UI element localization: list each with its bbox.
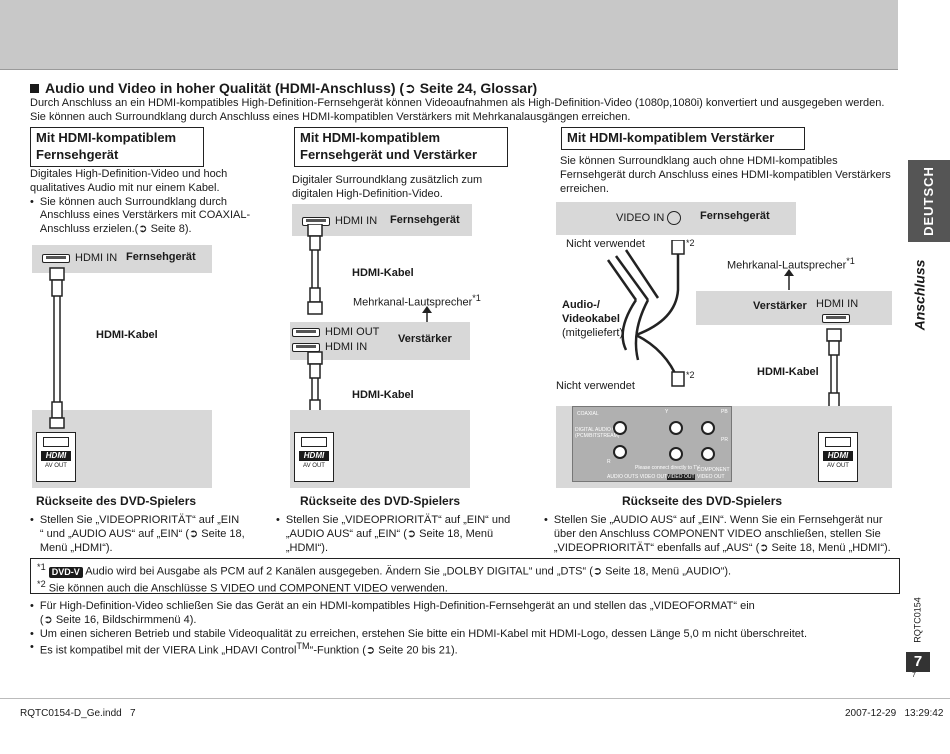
col1-description: Digitales High-Definition-Video und hoch… bbox=[30, 168, 270, 237]
intro-line-2: Sie können auch Surroundklang durch Ansc… bbox=[30, 110, 631, 123]
col1-hdmi-cable bbox=[49, 267, 65, 429]
hdmi-port-icon bbox=[292, 342, 320, 352]
col2-hdmi-out-label: HDMI OUT bbox=[292, 326, 379, 340]
section-intro: Durch Anschluss an ein HDMI-kompatibles … bbox=[30, 97, 900, 125]
arrow-ref-icon: ➲ bbox=[189, 527, 202, 540]
hdmi-logo-icon: HDMI bbox=[299, 451, 329, 461]
col3-unused1-label: Nicht verwendet bbox=[566, 238, 645, 250]
col1-note: • Stellen Sie „VIDEOPRIORITÄT“ auf „EIN … bbox=[30, 514, 245, 554]
footer-divider bbox=[0, 698, 950, 699]
arrow-ref-icon: ➲ bbox=[138, 223, 151, 235]
rca-jack-icon bbox=[613, 421, 627, 435]
hdmi-logo-icon: HDMI bbox=[823, 451, 853, 461]
chapter-label: Anschluss bbox=[911, 259, 928, 331]
bottom-note-1: • Für High-Definition-Video schließen Si… bbox=[30, 600, 755, 626]
col1-title: Mit HDMI-kompatiblem Fernsehgerät bbox=[30, 127, 204, 167]
col2-amp-label: Verstärker bbox=[398, 333, 452, 345]
page-number-small: 7 bbox=[912, 672, 916, 679]
col3-cable-label: HDMI-Kabel bbox=[757, 366, 819, 378]
arrow-ref-icon: ➲ bbox=[759, 541, 772, 554]
col1-cable-label: HDMI-Kabel bbox=[96, 329, 158, 341]
dvd-v-badge: DVD-V bbox=[48, 566, 83, 578]
header-bar bbox=[0, 0, 898, 70]
av-out-label: AV OUT bbox=[45, 463, 67, 469]
col2-cable2-label: HDMI-Kabel bbox=[352, 389, 414, 401]
rca-jack-icon bbox=[669, 421, 683, 435]
bottom-notes: • Für High-Definition-Video schließen Si… bbox=[30, 600, 890, 659]
col3-hdmi-cable bbox=[826, 328, 842, 408]
col2-note: • Stellen Sie „VIDEOPRIORITÄT“ auf „EIN“… bbox=[276, 514, 511, 554]
col2-title: Mit HDMI-kompatiblem Fernsehgerät und Ve… bbox=[294, 127, 508, 167]
hdmi-port-icon bbox=[822, 312, 855, 326]
col2-cable1-label: HDMI-Kabel bbox=[352, 267, 414, 279]
arrow-ref-icon: ➲ bbox=[404, 80, 420, 96]
bottom-note-2: •Um einen sicheren Betrieb und stabile V… bbox=[30, 627, 808, 640]
col2-rear-caption: Rückseite des DVD-Spielers bbox=[300, 494, 461, 508]
col3-mark2b: *2 bbox=[686, 370, 695, 380]
col2-hdmi-av-out-port: HDMI AV OUT bbox=[294, 432, 334, 482]
language-tab: DEUTSCH bbox=[908, 160, 950, 242]
rca-jack-icon bbox=[613, 445, 627, 459]
footnote-box: *1 DVD-V Audio wird bei Ausgabe als PCM … bbox=[30, 558, 900, 595]
col3-amp-label: Verstärker bbox=[753, 300, 807, 312]
col1-hdmi-in-label: HDMI IN bbox=[42, 252, 117, 266]
col3-av-cable-label: Audio-/ Videokabel (mitgeliefert) bbox=[562, 299, 624, 339]
col3-description: Sie können Surroundklang auch ohne HDMI-… bbox=[560, 155, 891, 195]
col2-hdmi-cables bbox=[307, 224, 323, 415]
col3-av-cable bbox=[606, 240, 685, 387]
col3-video-in-label: VIDEO IN bbox=[616, 211, 682, 226]
col1-hdmi-av-out-port: HDMI AV OUT bbox=[36, 432, 76, 482]
col2-speaker-label: Mehrkanal-Lautsprecher*1 bbox=[353, 293, 481, 309]
col3-mark2a: *2 bbox=[686, 238, 695, 248]
rca-jack-icon bbox=[701, 421, 715, 435]
col3-tv-label: Fernsehgerät bbox=[700, 210, 770, 222]
hdmi-logo-icon: HDMI bbox=[41, 451, 71, 461]
col3-speaker-arrow bbox=[784, 269, 794, 290]
col1-tv-label: Fernsehgerät bbox=[126, 251, 196, 263]
col1-bullet: • Sie können auch Surroundklang durch An… bbox=[30, 195, 251, 236]
col3-rear-caption: Rückseite des DVD-Spielers bbox=[622, 494, 783, 508]
hdmi-port-icon bbox=[292, 327, 320, 337]
av-out-label: AV OUT bbox=[303, 463, 325, 469]
col3-amp-band bbox=[696, 291, 892, 325]
col2-description: Digitaler Surroundklang zusätzlich zum d… bbox=[292, 174, 483, 200]
col3-hdmi-av-out-port: HDMI AV OUT bbox=[818, 432, 858, 482]
col3-rear-panel: COAXIAL DIGITAL AUDIO OUT (PCM/BITSTREAM… bbox=[572, 406, 732, 482]
section-title: Audio und Video in hoher Qualität (HDMI-… bbox=[30, 80, 537, 98]
col3-note: • Stellen Sie „AUDIO AUS“ auf „EIN“. Wen… bbox=[544, 514, 891, 554]
rca-jack-icon bbox=[701, 447, 715, 461]
arrow-ref-icon: ➲ bbox=[365, 644, 379, 657]
av-out-label: AV OUT bbox=[827, 463, 849, 469]
arrow-ref-icon: ➲ bbox=[406, 527, 420, 540]
col2-hdmi-in2-label: HDMI IN bbox=[292, 341, 367, 355]
footer-timestamp: 2007-12-29 13:29:42 bbox=[845, 708, 944, 719]
col2-tv-label: Fernsehgerät bbox=[390, 214, 460, 226]
page-number: 7 bbox=[906, 652, 930, 672]
arrow-ref-icon: ➲ bbox=[592, 565, 606, 578]
col3-unused2-label: Nicht verwendet bbox=[556, 380, 635, 392]
hdmi-port-icon bbox=[42, 253, 70, 263]
arrow-ref-icon: ➲ bbox=[43, 613, 56, 626]
intro-line-1: Durch Anschluss an ein HDMI-kompatibles … bbox=[30, 97, 885, 109]
footer-filename: RQTC0154-D_Ge.indd 7 bbox=[20, 708, 136, 719]
rca-jack-icon bbox=[669, 447, 683, 461]
col3-hdmi-in-label: HDMI IN bbox=[816, 298, 859, 310]
rca-jack-icon bbox=[667, 211, 682, 225]
square-bullet-icon bbox=[30, 84, 39, 93]
bottom-note-3: • Es ist kompatibel mit der VIERA Link „… bbox=[30, 641, 458, 657]
col3-speaker-label: Mehrkanal-Lautsprecher*1 bbox=[727, 256, 855, 272]
col1-rear-caption: Rückseite des DVD-Spielers bbox=[36, 494, 197, 508]
document-code: RQTC0154 bbox=[912, 597, 923, 643]
col3-title: Mit HDMI-kompatiblem Verstärker bbox=[561, 127, 805, 150]
